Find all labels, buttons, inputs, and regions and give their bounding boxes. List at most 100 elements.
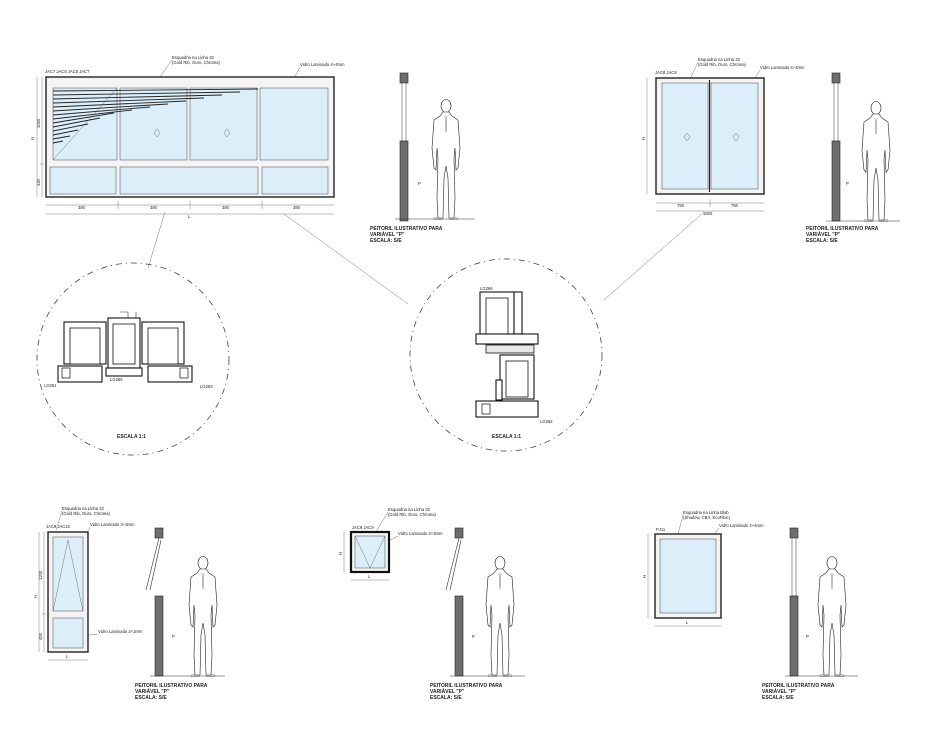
section-1-caption-1: PEITORIL ILUSTRATIVO PARA xyxy=(370,226,443,232)
drawing-3-finish-note: Esquadria na Linha 32 xyxy=(62,506,105,511)
detail-circle-left: LG261 LG265 LG263 ESCALA 1:1 xyxy=(36,262,230,456)
drawing-1-dim-upper: 1050 xyxy=(36,118,41,128)
drawing-3-upper-pane xyxy=(52,536,84,612)
drawing-4-dim-width: L xyxy=(368,574,371,579)
drawing-1-dim-height: H xyxy=(30,137,35,140)
drawing-1-lower-pane-1 xyxy=(49,166,117,195)
section-2-caption-1: PEITORIL ILUSTRATIVO PARA xyxy=(806,226,879,232)
detail-right-code-1: LG266 xyxy=(480,286,493,291)
drawing-5-fixed-window: PJ11 Esquadria na Linha Blub (Shadow, CB… xyxy=(642,510,764,627)
drawing-3-dim-height: H xyxy=(33,595,38,598)
drawing-5-jacks: PJ11 xyxy=(656,527,666,532)
drawing-1-dim-1: 380 xyxy=(78,205,86,210)
drawing-2-sliding-window: JAC8 JAC8 Esquadria na Linha 32 (Gold Ri… xyxy=(641,57,805,216)
drawing-4-glass-note: Vidro Laminado 3+3mm xyxy=(398,531,443,536)
drawing-2-pane-right xyxy=(710,82,759,190)
detail-circle-right: LG266 LG262 ESCALA 1:1 xyxy=(409,258,603,452)
section-3-label-p: P xyxy=(172,634,175,639)
drawing-2-glass-note: Vidro Laminado 4+4mm xyxy=(760,65,805,70)
drawing-1-glass-note: Vidro Laminado 4+4mm xyxy=(300,62,345,67)
drawing-3-finish-note-sub: (Gold Rib, Ouro, Chroma) xyxy=(62,511,111,516)
drawing-3-glass-note-bottom: Vidro Laminado 3+3mm xyxy=(98,629,143,634)
drawing-3-dim-lower: 400 xyxy=(38,632,43,640)
drawing-1-dim-3: 380 xyxy=(222,205,230,210)
drawing-1-pane-3 xyxy=(189,87,258,161)
detail-left-code-3: LG263 xyxy=(200,384,213,389)
section-1-caption-3: ESCALA: S/E xyxy=(370,238,402,244)
drawing-4-finish-note: Esquadria na Linha 32 xyxy=(388,507,431,512)
section-2: P PEITORIL ILUSTRATIVO PARA VARIÁVEL "P"… xyxy=(806,72,900,244)
drawing-4-dim-height: H xyxy=(338,552,343,555)
detail-right-profiles xyxy=(475,291,539,418)
drawing-1-jacks: JAC7 JAC8 JAC8 JAC7 xyxy=(45,69,90,74)
detail-left-scale: ESCALA 1:1 xyxy=(117,434,146,440)
drawing-2-dim-2: 750 xyxy=(731,203,739,208)
drawing-1-dim-4: 380 xyxy=(293,205,301,210)
section-1: P PEITORIL ILUSTRATIVO PARA VARIÁVEL "P"… xyxy=(370,72,475,244)
drawing-2-dim-1: 750 xyxy=(677,203,685,208)
section-4-caption-1: PEITORIL ILUSTRATIVO PARA xyxy=(430,683,503,689)
section-5-caption-2: VARIÁVEL "P" xyxy=(762,688,797,695)
drawing-2-pane-left xyxy=(661,82,709,190)
drawing-3-dim-upper: 1200 xyxy=(38,570,43,580)
section-5-label-p: P xyxy=(806,634,809,639)
section-2-caption-3: ESCALA: S/E xyxy=(806,238,838,244)
drawing-1-dim-lower: 430 xyxy=(36,178,41,186)
section-4-label-p: P xyxy=(472,634,475,639)
section-4-caption-3: ESCALA: S/E xyxy=(430,695,462,701)
drawing-2-finish-note-sub: (Gold Rib, Ouro, Chroma) xyxy=(698,62,747,67)
section-3-caption-2: VARIÁVEL "P" xyxy=(135,688,170,695)
drawing-1-opening-mark-2 xyxy=(223,128,231,138)
drawing-1-finish-note: Esquadria na Linha 32 xyxy=(172,55,215,60)
section-4-caption-2: VARIÁVEL "P" xyxy=(430,688,465,695)
section-3-caption-1: PEITORIL ILUSTRATIVO PARA xyxy=(135,683,208,689)
drawing-5-finish-note: Esquadria na Linha Blub xyxy=(683,510,729,515)
drawing-2-jacks: JAC8 JAC8 xyxy=(655,70,677,75)
drawing-1-facade: JAC7 JAC8 JAC8 JAC7 Esquadria na Linha 3… xyxy=(30,55,345,219)
detail-right-scale: ESCALA 1:1 xyxy=(492,434,521,440)
detail-leader-middle xyxy=(283,213,409,305)
section-1-label-p: P xyxy=(418,181,421,186)
drawing-1-finish-note-sub: (Gold Rib, Ouro, Chroma) xyxy=(172,60,221,65)
drawing-3-jacks: JAC9 JAC10 xyxy=(46,524,71,529)
section-5-caption-1: PEITORIL ILUSTRATIVO PARA xyxy=(762,683,835,689)
section-5: P PEITORIL ILUSTRATIVO PARA VARIÁVEL "P"… xyxy=(762,527,858,701)
drawing-1-opening-mark-1 xyxy=(153,128,161,138)
section-5-caption-3: ESCALA: S/E xyxy=(762,695,794,701)
drawing-1-dim-total: L xyxy=(188,214,191,219)
drawing-5-pane xyxy=(659,538,717,614)
drawing-5-dim-width: L xyxy=(686,620,689,625)
drawing-1-blind xyxy=(52,88,259,144)
drawing-4-jacks: JAC9 JAC9 xyxy=(352,525,374,530)
section-1-caption-2: VARIÁVEL "P" xyxy=(370,231,405,238)
drawing-4-pane xyxy=(354,535,386,569)
drawing-3-dim-width: L xyxy=(66,654,69,659)
section-3: P PEITORIL ILUSTRATIVO PARA VARIÁVEL "P"… xyxy=(135,527,225,701)
drawing-4-finish-note-sub: (Gold Rib, Ouro, Chroma) xyxy=(388,512,437,517)
detail-leader-right xyxy=(603,211,705,301)
detail-right-code-2: LG262 xyxy=(540,419,553,424)
detail-left-code-1: LG261 xyxy=(44,383,57,388)
section-3-caption-3: ESCALA: S/E xyxy=(135,695,167,701)
section-2-label-p: P xyxy=(846,181,849,186)
drawing-2-dim-total: 1500 xyxy=(703,211,713,216)
drawing-5-glass-note: Vidro Laminado 4+4mm xyxy=(719,523,764,528)
drawing-1-pane-4 xyxy=(259,87,329,161)
drawing-5-finish-note-sub: (Shadow, CBA, EcoFibic) xyxy=(683,515,731,520)
drawing-1-dim-2: 380 xyxy=(150,205,158,210)
section-4: P PEITORIL ILUSTRATIVO PARA VARIÁVEL "P"… xyxy=(430,527,525,701)
drawing-2-finish-note: Esquadria na Linha 32 xyxy=(698,57,741,62)
detail-leader-left xyxy=(147,211,166,269)
detail-left-code-2: LG265 xyxy=(110,377,123,382)
drawing-3-tall-window: JAC9 JAC10 Esquadria na Linha 32 (Gold R… xyxy=(33,506,143,661)
drawing-1-lower-pane-3 xyxy=(261,166,329,195)
drawing-3-glass-note-top: Vidro Laminado 3+3mm xyxy=(90,522,135,527)
drawing-2-dim-height: H xyxy=(641,137,646,140)
detail-left-profiles xyxy=(57,311,193,383)
drawing-5-dim-height: H xyxy=(642,575,647,578)
drawing-4-small-window: JAC9 JAC9 Esquadria na Linha 32 (Gold Ri… xyxy=(338,507,443,581)
drawing-3-lower-pane xyxy=(52,617,84,649)
drawing-1-finish-leader xyxy=(159,59,173,78)
section-2-caption-2: VARIÁVEL "P" xyxy=(806,231,841,238)
